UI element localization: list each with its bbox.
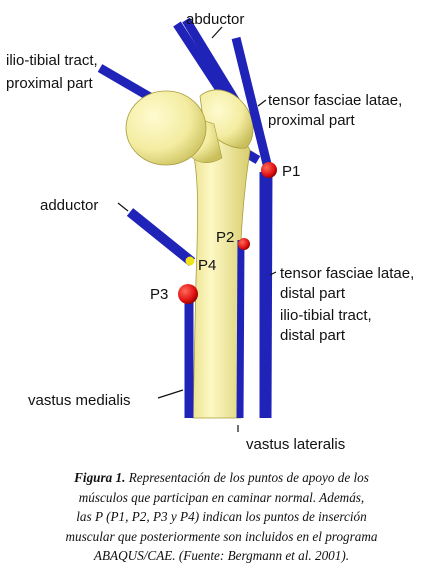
vastus-medialis-label: vastus medialis xyxy=(28,392,131,409)
vastus-lateralis-label: vastus lateralis xyxy=(246,436,345,453)
abductor-label: abductor xyxy=(186,11,244,28)
caption-line-1: Representación de los puntos de apoyo de… xyxy=(125,470,369,485)
caption-line-4: muscular que posteriormente son incluido… xyxy=(65,528,378,544)
tfl-proximal-label-2: proximal part xyxy=(268,112,356,129)
p3-label: P3 xyxy=(150,286,168,303)
iliotibial-distal-label-1: ilio-tibial tract, xyxy=(280,307,372,324)
tfl-distal-muscle xyxy=(262,167,273,419)
abductor-leader xyxy=(211,26,223,39)
p4-label: P4 xyxy=(198,257,216,274)
caption-label: Figura 1. xyxy=(74,470,126,485)
p4-point xyxy=(185,256,195,266)
tfl-distal-label-2: distal part xyxy=(280,285,346,302)
tfl-distal-label-1: tensor fasciae latae, xyxy=(280,265,414,282)
femur-bone xyxy=(125,89,254,419)
p2-point xyxy=(238,238,250,250)
p1-label: P1 xyxy=(282,163,300,180)
adductor-muscle xyxy=(126,208,196,266)
muscles-front xyxy=(184,36,273,419)
labels: abductor ilio-tibial tract, proximal par… xyxy=(6,11,414,453)
p1-point xyxy=(261,162,277,178)
vastus-lateralis-muscle xyxy=(236,239,245,419)
iliotibial-distal-label-2: distal part xyxy=(280,327,346,344)
tfl-proximal-label-1: tensor fasciae latae, xyxy=(268,92,402,109)
caption-line-5: ABAQUS/CAE. (Fuente: Bergmann et al. 200… xyxy=(93,548,350,564)
adductor-leader xyxy=(117,202,129,212)
p2-label: P2 xyxy=(216,229,234,246)
iliotibial-proximal-label-2: proximal part xyxy=(6,75,94,92)
figure-caption: Figura 1. Representación de los puntos d… xyxy=(10,468,433,566)
p3-point xyxy=(178,284,198,304)
femoral-head xyxy=(125,90,207,166)
leader-lines xyxy=(117,26,277,432)
tfl-distal-leader xyxy=(269,271,277,276)
caption-line-3: las P (P1, P2, P3 y P4) indican los punt… xyxy=(76,509,367,525)
femur-muscle-diagram: abductor ilio-tibial tract, proximal par… xyxy=(6,11,414,453)
tfl-proximal-muscle xyxy=(231,36,273,170)
tfl-proximal-leader xyxy=(257,99,267,107)
caption-line-2: músculos que participan en caminar norma… xyxy=(78,489,365,505)
insertion-points xyxy=(178,162,277,304)
adductor-label: adductor xyxy=(40,197,98,214)
vastus-medialis-leader xyxy=(157,389,184,399)
iliotibial-proximal-label-1: ilio-tibial tract, xyxy=(6,52,98,69)
